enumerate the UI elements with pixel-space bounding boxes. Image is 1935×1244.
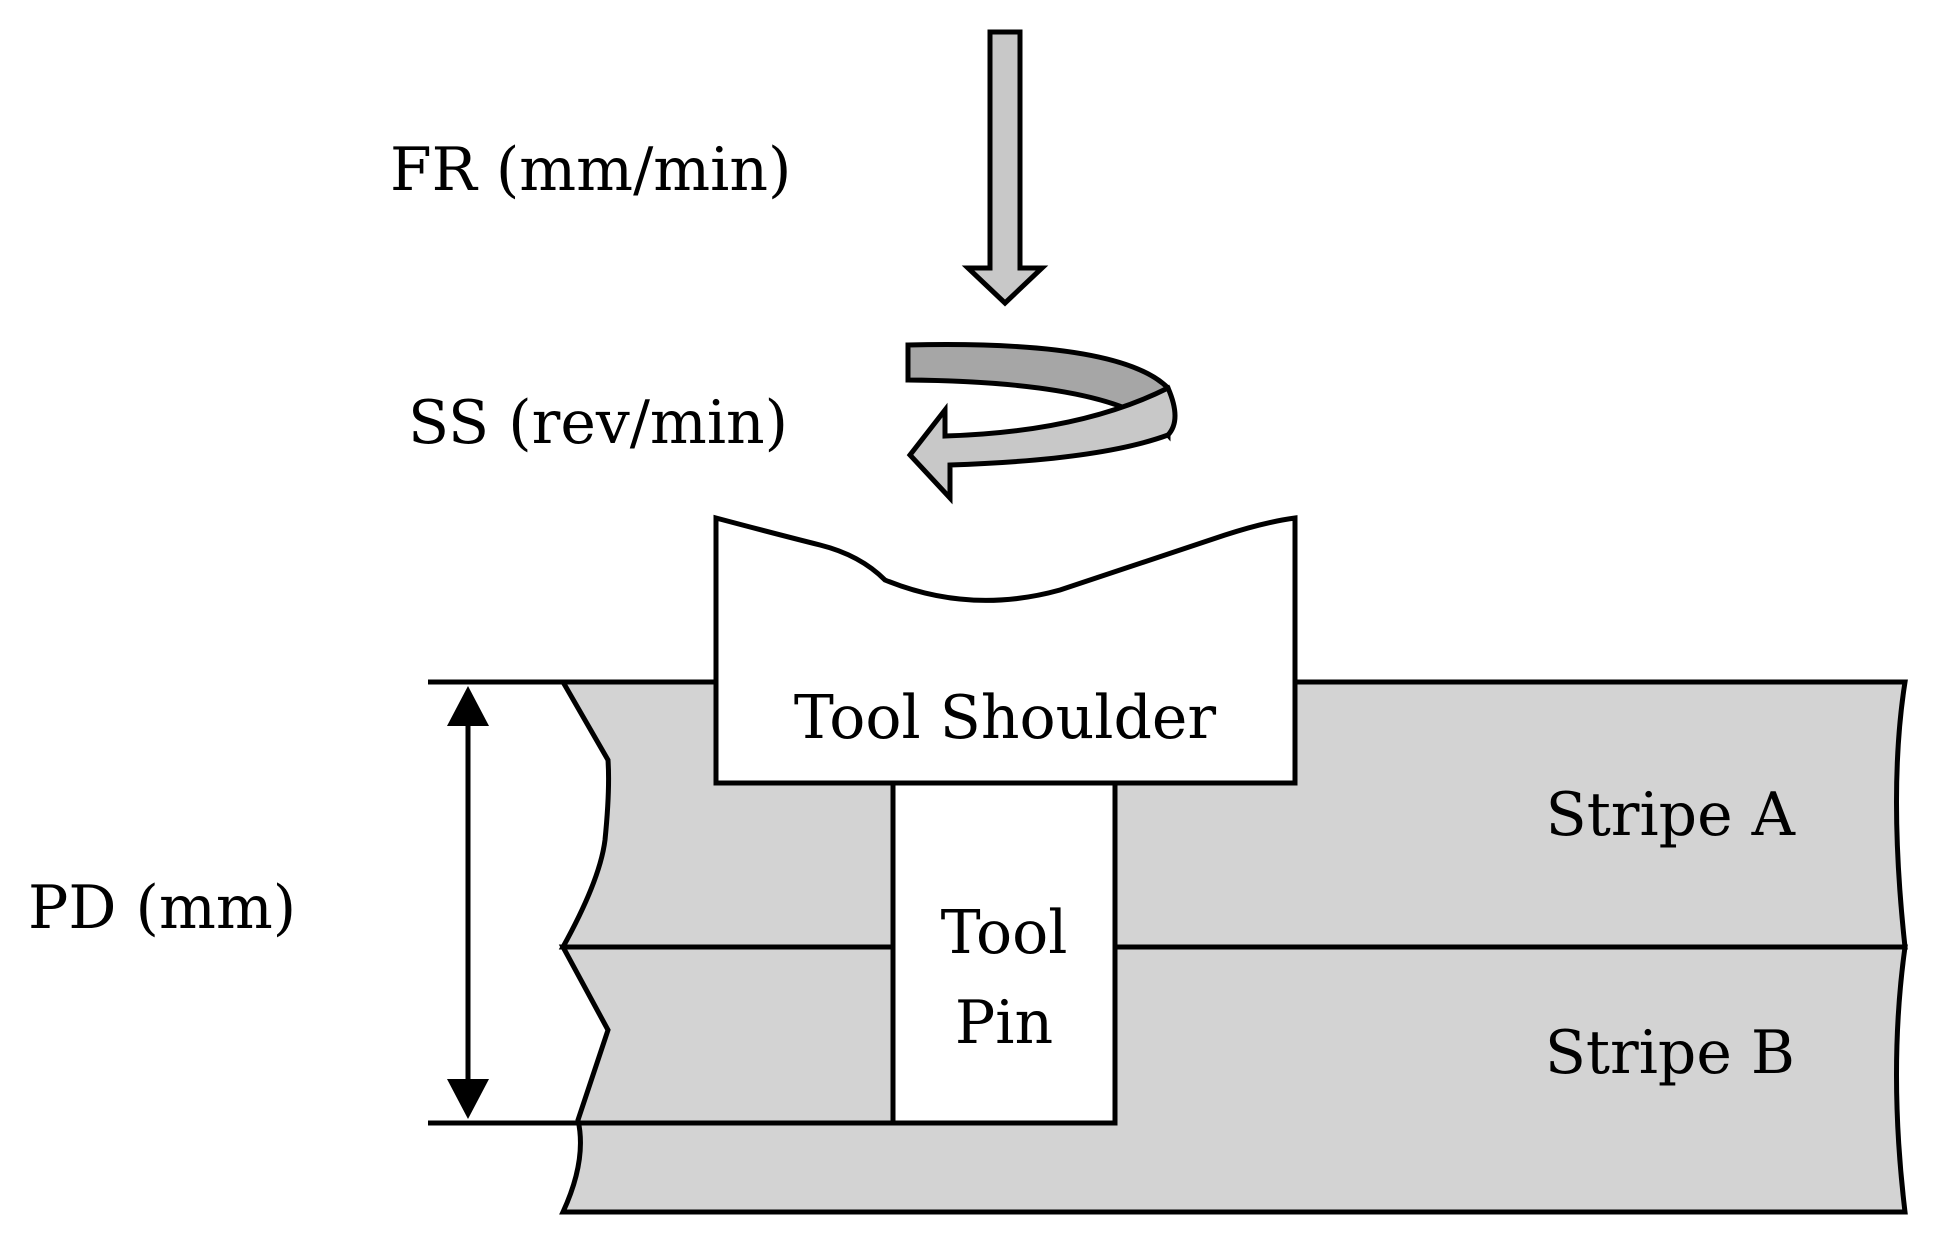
tool-shoulder-label: Tool Shoulder — [794, 683, 1216, 753]
tool-shoulder — [713, 514, 1298, 786]
feed-rate-label: FR (mm/min) — [390, 135, 791, 205]
down-arrow-icon — [961, 29, 1049, 307]
stripe-b-label: Stripe B — [1545, 1018, 1795, 1088]
tool-pin-label-line2: Pin — [955, 988, 1053, 1058]
spindle-speed-label: SS (rev/min) — [408, 388, 788, 458]
rotation-arrow-icon — [905, 342, 1178, 505]
double-headed-arrow-icon — [447, 686, 489, 1119]
tool-pin-label-line1: Tool — [941, 898, 1068, 968]
stripe-a-label: Stripe A — [1546, 780, 1796, 850]
plunge-depth-label: PD (mm) — [28, 873, 296, 943]
tool-pin — [890, 780, 1118, 1126]
